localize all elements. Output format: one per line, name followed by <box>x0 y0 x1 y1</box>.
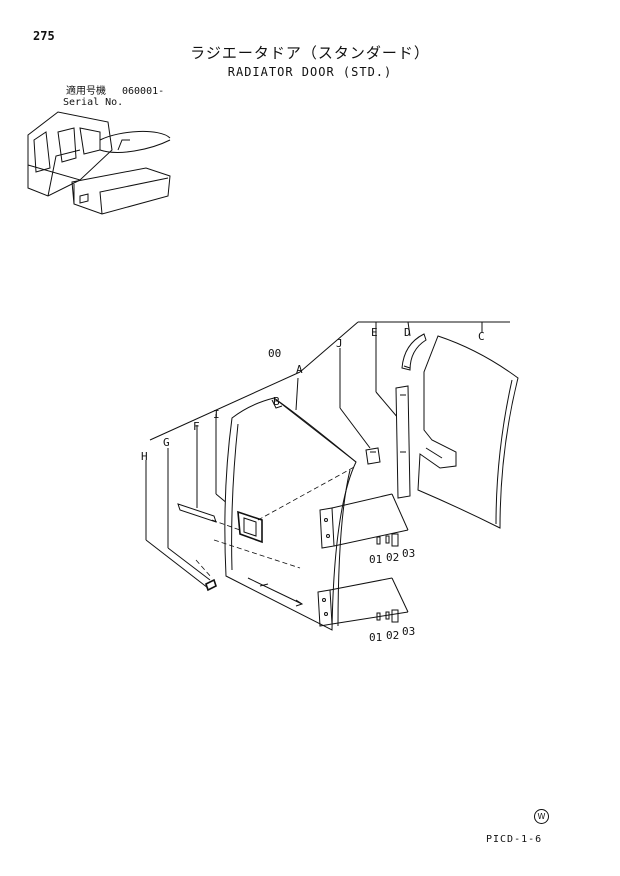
page-title-english: RADIATOR DOOR (STD.) <box>227 65 393 79</box>
seal-strip-e <box>395 385 411 499</box>
lower-fasteners <box>376 609 399 623</box>
door-handle-b <box>237 510 263 544</box>
callout-a: A <box>296 363 303 376</box>
seal-strip-d <box>401 333 427 371</box>
callout-j: J <box>336 337 343 350</box>
serial-label-japanese: 適用号機 <box>66 86 106 97</box>
callout-upper-03: 03 <box>402 547 415 560</box>
upper-hinge <box>319 493 409 549</box>
latch-j <box>365 447 381 465</box>
callout-labels: A B C D E F G H I J 00 01 02 03 01 02 03 <box>141 326 485 644</box>
callout-assembly: 00 <box>268 347 281 360</box>
serial-label-english: Serial No. <box>63 97 124 108</box>
callout-d: D <box>404 326 411 339</box>
manufacturer-badge: W <box>534 809 549 824</box>
lower-hinge <box>317 577 409 627</box>
upper-fasteners <box>376 533 399 547</box>
callout-i: I <box>213 408 220 421</box>
callout-lower-01: 01 <box>369 631 382 644</box>
page-title-japanese: ラジエータドア（スタンダード） <box>190 44 430 62</box>
callout-upper-02: 02 <box>386 551 399 564</box>
callout-lower-02: 02 <box>386 629 399 642</box>
serial-number-value: 060001- <box>122 86 165 97</box>
callout-upper-01: 01 <box>369 553 382 566</box>
callout-e: E <box>371 326 378 339</box>
callout-b: B <box>273 395 280 408</box>
sheet-code: PICD-1-6 <box>486 834 543 845</box>
callout-c: C <box>478 330 485 343</box>
excavator-thumbnail <box>27 111 171 215</box>
callout-g: G <box>163 436 170 449</box>
callout-h: H <box>141 450 148 463</box>
radiator-door-panel-c <box>417 335 519 529</box>
assembly-dashed-lines <box>195 465 357 579</box>
callout-f: F <box>193 420 200 433</box>
callout-lower-03: 03 <box>402 625 415 638</box>
page-number: 275 <box>33 29 55 43</box>
leader-lines <box>145 321 510 589</box>
radiator-door-a <box>224 397 357 631</box>
strip-f <box>177 503 217 523</box>
clip-h <box>205 578 217 592</box>
